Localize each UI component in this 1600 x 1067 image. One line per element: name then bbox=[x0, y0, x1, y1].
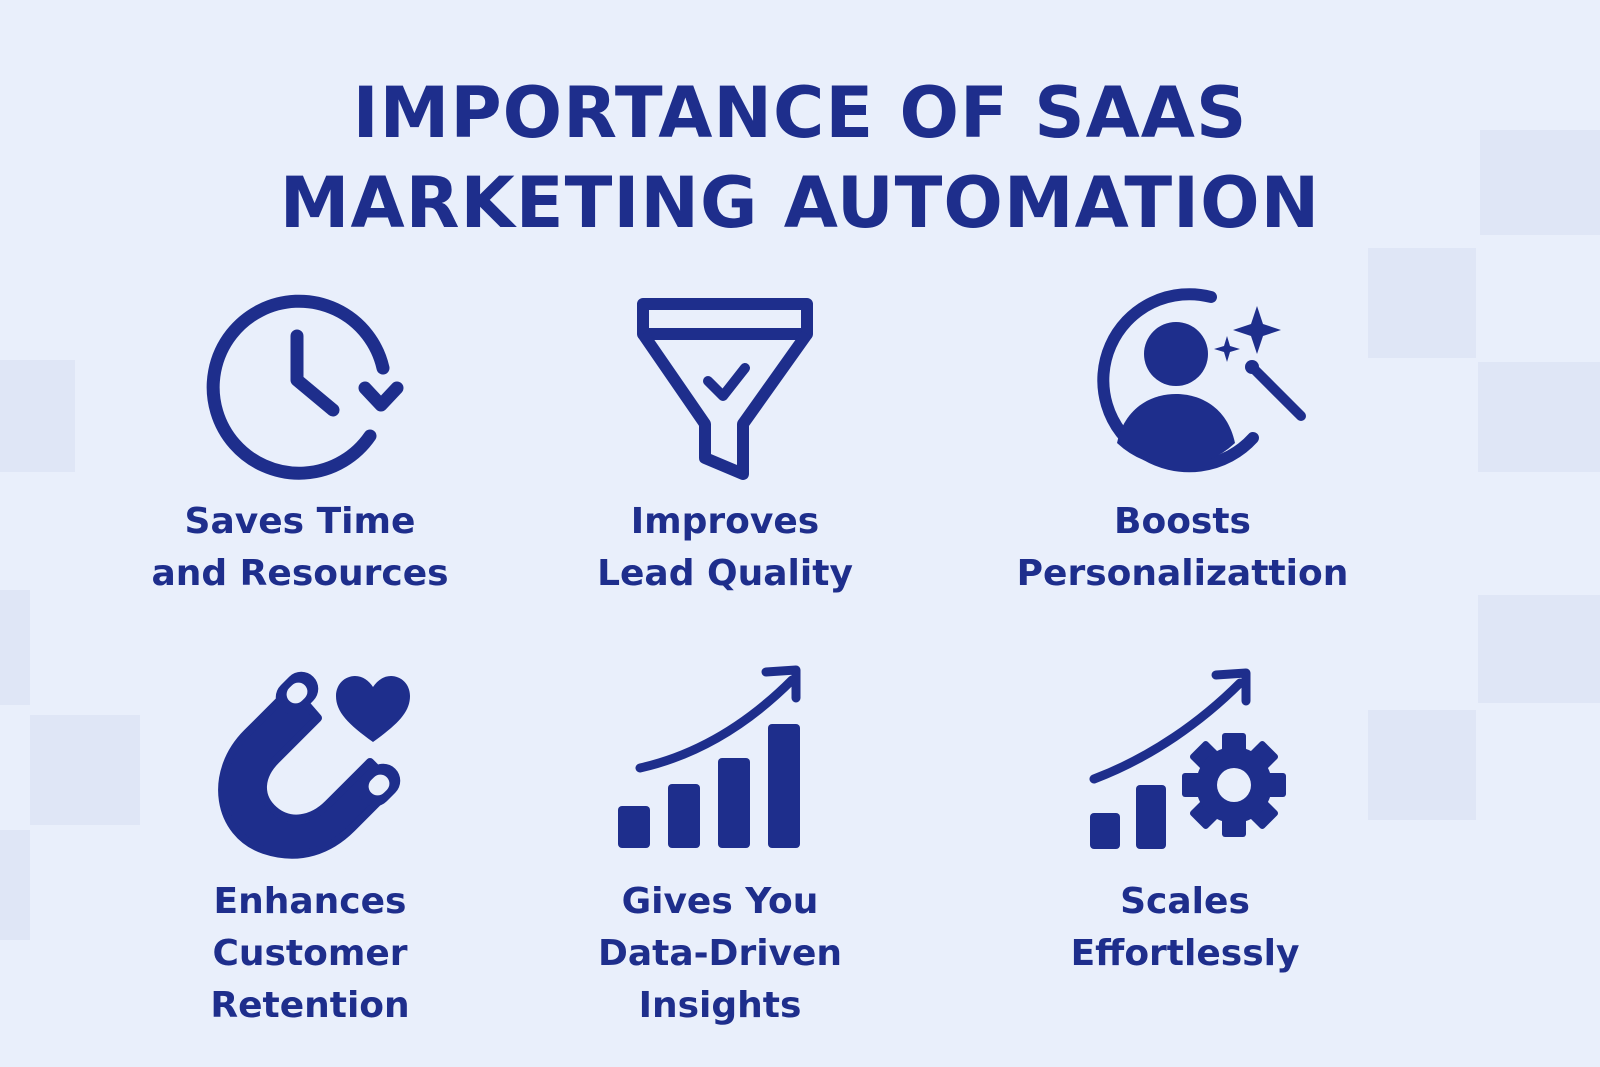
page-title-line-1: IMPORTANCE OF SAAS bbox=[352, 72, 1248, 154]
feature-label-line: Personalizattion bbox=[1016, 553, 1349, 594]
feature-label: Enhances Customer Retention bbox=[160, 876, 460, 1032]
background-block bbox=[1478, 595, 1600, 703]
feature-label-line: Gives You bbox=[621, 881, 819, 922]
background-block bbox=[1478, 362, 1600, 472]
funnel-check-icon bbox=[637, 298, 813, 480]
feature-label-line: Customer bbox=[212, 933, 408, 974]
clock-refresh-icon bbox=[206, 294, 404, 480]
feature-label: Saves Time and Resources bbox=[150, 496, 450, 600]
background-block bbox=[1368, 248, 1476, 358]
feature-label-line: Saves Time bbox=[184, 501, 416, 542]
feature-label-line: Boosts bbox=[1114, 501, 1251, 542]
feature-label-line: Lead Quality bbox=[597, 553, 853, 594]
feature-label-line: Retention bbox=[210, 985, 410, 1026]
feature-label-line: and Resources bbox=[151, 553, 449, 594]
feature-label-line: Insights bbox=[638, 985, 802, 1026]
background-block bbox=[1368, 710, 1476, 820]
feature-label: Improves Lead Quality bbox=[575, 496, 875, 600]
feature-label-line: Improves bbox=[630, 501, 820, 542]
bar-chart-growth-icon bbox=[618, 665, 801, 848]
growth-gear-icon bbox=[1089, 668, 1286, 849]
feature-label-line: Data-Driven bbox=[597, 933, 843, 974]
magnet-heart-icon bbox=[218, 671, 410, 859]
background-block bbox=[0, 590, 30, 705]
feature-label: Gives You Data-Driven Insights bbox=[570, 876, 870, 1032]
background-block bbox=[0, 830, 30, 940]
page-title-line-2: MARKETING AUTOMATION bbox=[279, 162, 1321, 244]
feature-label-line: Enhances bbox=[213, 881, 407, 922]
background-block bbox=[30, 715, 140, 825]
feature-label: Boosts Personalizattion bbox=[1010, 496, 1355, 600]
user-magic-wand-icon bbox=[1097, 288, 1306, 473]
feature-label-line: Effortlessly bbox=[1070, 933, 1300, 974]
feature-label: Scales Effortlessly bbox=[1035, 876, 1335, 980]
background-block bbox=[1480, 130, 1600, 235]
feature-label-line: Scales bbox=[1120, 881, 1250, 922]
background-block bbox=[0, 360, 75, 472]
